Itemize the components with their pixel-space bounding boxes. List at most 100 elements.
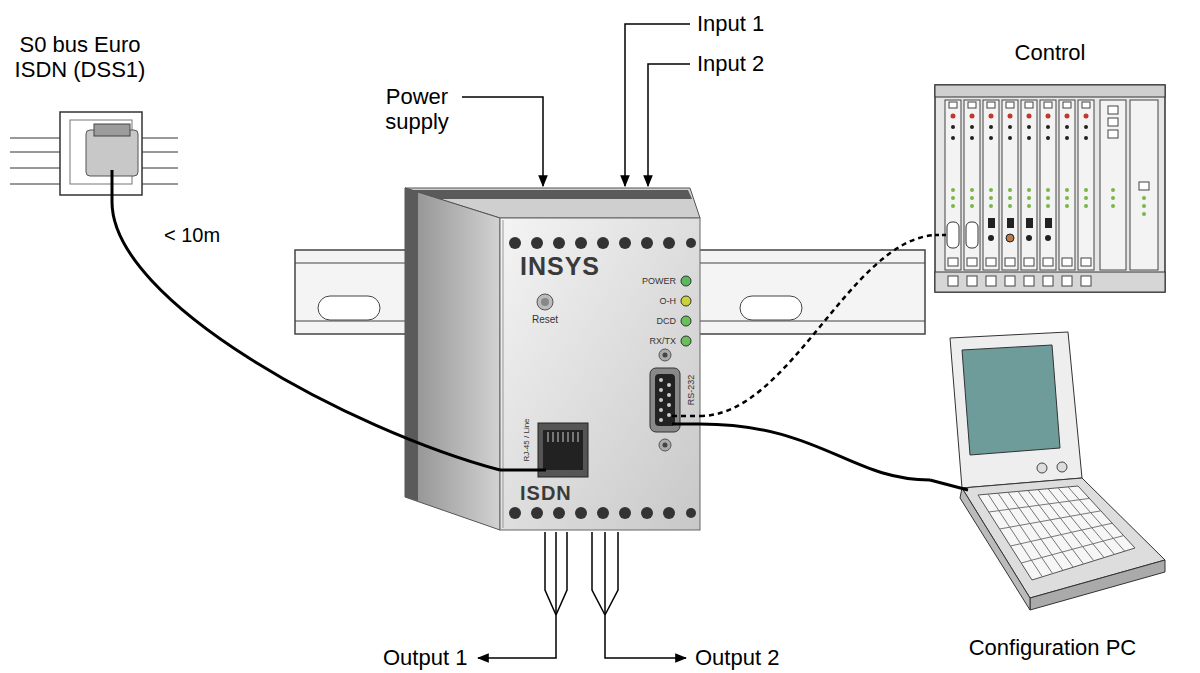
control-rack-part bbox=[966, 222, 978, 248]
signal-arrow-part bbox=[648, 64, 690, 186]
button-label: Reset bbox=[520, 314, 570, 326]
control-rack-part bbox=[1002, 100, 1018, 286]
isdn-socket-part bbox=[111, 170, 114, 202]
laptop-part bbox=[930, 480, 968, 490]
router-housing-part bbox=[543, 430, 583, 470]
control-rack-part bbox=[947, 222, 959, 248]
router-housing-part bbox=[659, 418, 663, 422]
router-housing-part bbox=[667, 403, 671, 407]
router-housing-part bbox=[667, 393, 671, 397]
control-rack-part bbox=[1111, 204, 1115, 208]
control-rack-part bbox=[935, 85, 1165, 292]
control-rack-part bbox=[935, 85, 1165, 97]
laptop-part bbox=[978, 486, 1135, 580]
isdn-socket-part bbox=[142, 138, 178, 139]
laptop-part bbox=[950, 332, 1082, 488]
router-housing-part bbox=[541, 298, 549, 306]
router-housing-part bbox=[410, 190, 692, 199]
control-rack-part bbox=[1111, 188, 1115, 192]
control-rack-part bbox=[1108, 130, 1118, 138]
control-rack-part bbox=[1021, 100, 1037, 286]
control-rack bbox=[935, 85, 1165, 292]
control-rack-part bbox=[1059, 100, 1075, 286]
control-rack: Control bbox=[935, 40, 1165, 295]
router-housing-part bbox=[531, 237, 543, 249]
isdn-socket-part bbox=[86, 130, 138, 176]
isdn-socket-part bbox=[94, 124, 130, 136]
signal-arrow-part bbox=[556, 532, 567, 615]
control-rack-part bbox=[1108, 106, 1118, 114]
signal-label: Power supply bbox=[375, 84, 459, 135]
router-housing-part bbox=[619, 237, 631, 249]
isdn-socket: S0 bus Euro ISDN (DSS1) bbox=[5, 32, 155, 202]
signal-arrow bbox=[462, 24, 690, 658]
control-rack-part bbox=[1111, 196, 1115, 200]
router-housing-part bbox=[548, 432, 549, 442]
control-rack-part bbox=[1007, 218, 1014, 228]
router-housing-part bbox=[663, 237, 675, 249]
signal-arrow-part bbox=[605, 532, 618, 615]
router-housing-part bbox=[650, 368, 680, 432]
laptop-part-part bbox=[1068, 487, 1125, 551]
node-heading: Control bbox=[1015, 40, 1086, 65]
led-label: O-H bbox=[600, 296, 676, 306]
router-housing-part bbox=[686, 238, 696, 248]
node-heading: S0 bus Euro ISDN (DSS1) bbox=[5, 32, 155, 83]
router-housing-part bbox=[597, 507, 609, 519]
router-housing-part bbox=[405, 188, 418, 501]
control-rack-part bbox=[1006, 234, 1014, 242]
signal-arrow-part bbox=[545, 532, 556, 615]
laptop-part-part bbox=[1038, 490, 1094, 561]
control-rack-part bbox=[945, 100, 961, 286]
laptop-part-part bbox=[988, 494, 1042, 577]
laptop-part-part bbox=[1028, 491, 1084, 565]
control-rack-part bbox=[1142, 204, 1146, 208]
router-housing-part bbox=[578, 432, 579, 442]
laptop-part bbox=[988, 487, 1125, 577]
router-housing-part bbox=[681, 276, 691, 286]
laptop bbox=[930, 332, 1165, 610]
control-rack-part bbox=[983, 100, 999, 286]
control-rack-part bbox=[1040, 100, 1056, 286]
isdn-socket-part bbox=[10, 184, 60, 185]
brand-label: INSYS bbox=[520, 252, 600, 281]
router-device: INSYSPOWERO-HDCDRX/TXResetRJ-45 / LineRS… bbox=[500, 218, 700, 530]
router-housing-part bbox=[681, 336, 691, 346]
control-rack-part bbox=[1078, 100, 1094, 286]
isdn-socket-part bbox=[142, 184, 178, 185]
router-housing-part bbox=[659, 398, 663, 402]
router-housing-part bbox=[659, 388, 663, 392]
port-label: RJ-45 / Line bbox=[522, 418, 531, 461]
router-housing-part bbox=[659, 349, 671, 361]
router-housing-part bbox=[553, 432, 554, 442]
router-housing-part bbox=[619, 507, 631, 519]
router-housing-part bbox=[531, 507, 543, 519]
router-housing-part bbox=[672, 415, 700, 418]
laptop-part-part bbox=[1058, 488, 1114, 555]
isdn-socket-part bbox=[10, 168, 60, 169]
signal-label: Output 2 bbox=[695, 645, 779, 670]
cable bbox=[112, 202, 500, 470]
router-housing-part bbox=[659, 378, 663, 382]
control-rack-part bbox=[1045, 218, 1052, 228]
router-housing-part bbox=[681, 316, 691, 326]
laptop-part bbox=[1037, 463, 1047, 473]
router-housing-part bbox=[641, 237, 653, 249]
router-housing-part bbox=[672, 423, 700, 426]
isdn-socket-part bbox=[142, 168, 178, 169]
led-label: POWER bbox=[600, 276, 676, 286]
router-housing-part bbox=[509, 237, 521, 249]
router-housing-part bbox=[663, 353, 668, 358]
router-housing-part bbox=[553, 507, 565, 519]
din-rail-part bbox=[740, 296, 802, 320]
laptop-part bbox=[962, 345, 1060, 455]
signal-arrow-part bbox=[592, 532, 605, 615]
router-housing-part bbox=[659, 439, 671, 451]
laptop-part-part bbox=[1018, 491, 1073, 567]
router-housing-part bbox=[575, 507, 587, 519]
router-housing bbox=[405, 188, 700, 530]
control-rack-part bbox=[1142, 196, 1146, 200]
led-label: DCD bbox=[600, 316, 676, 326]
